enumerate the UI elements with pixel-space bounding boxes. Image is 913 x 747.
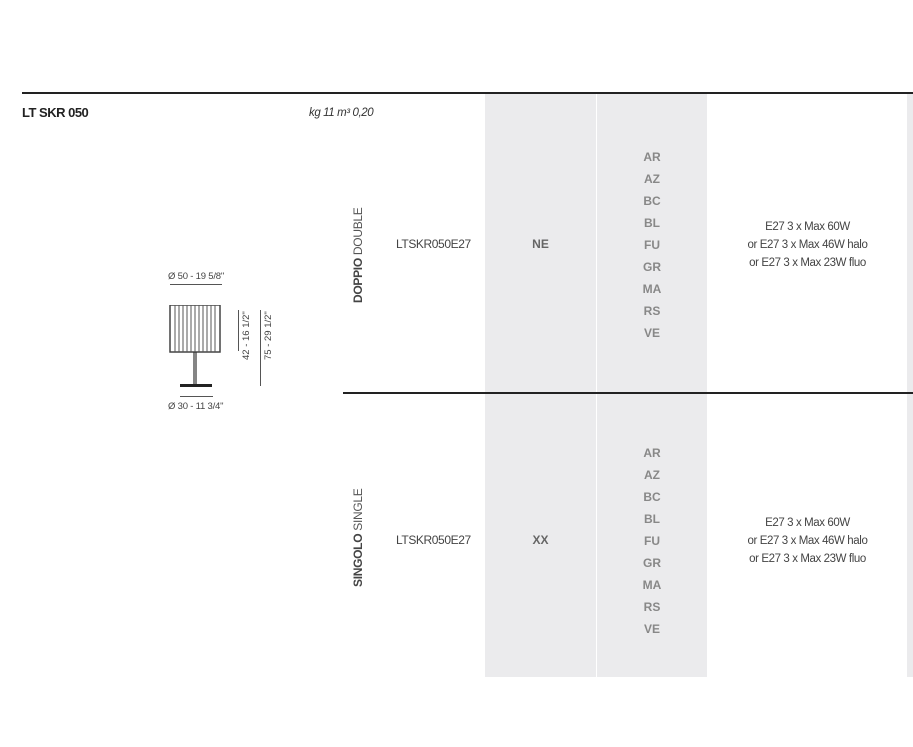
total-height: 75 - 29 1/2" [263,311,274,360]
variant-label: SINGOLO SINGLE [351,488,365,587]
finish-code: XX [532,533,549,547]
article-code: LTSKR050E27 [396,533,471,547]
shade-diameter: Ø 50 - 19 5/8" [168,271,225,282]
lamp-illustration [169,305,221,387]
lamp-spec: E27 3 x Max 60W or E27 3 x Max 46W halo … [747,221,868,269]
product-code: LT SKR 050 [22,105,89,120]
next-column-bg [907,93,913,677]
colors-column-bg [597,93,707,677]
top-divider [22,92,913,94]
finish-column-bg [485,93,596,677]
finish-code: NE [532,237,549,251]
color-list: AR AZ BC BL FU GR MA RS VE [642,446,662,636]
base-diameter: Ø 30 - 11 3/4" [168,401,224,412]
shade-height: 42 - 16 1/2" [241,311,252,360]
color-list: AR AZ BC BL FU GR MA RS VE [642,150,662,340]
variant-divider [343,392,913,394]
lamp-spec: E27 3 x Max 60W or E27 3 x Max 46W halo … [747,517,868,565]
variant-label: DOPPIO DOUBLE [351,207,365,304]
article-code: LTSKR050E27 [396,237,471,251]
weight-volume: kg 11 m³ 0,20 [309,107,374,119]
